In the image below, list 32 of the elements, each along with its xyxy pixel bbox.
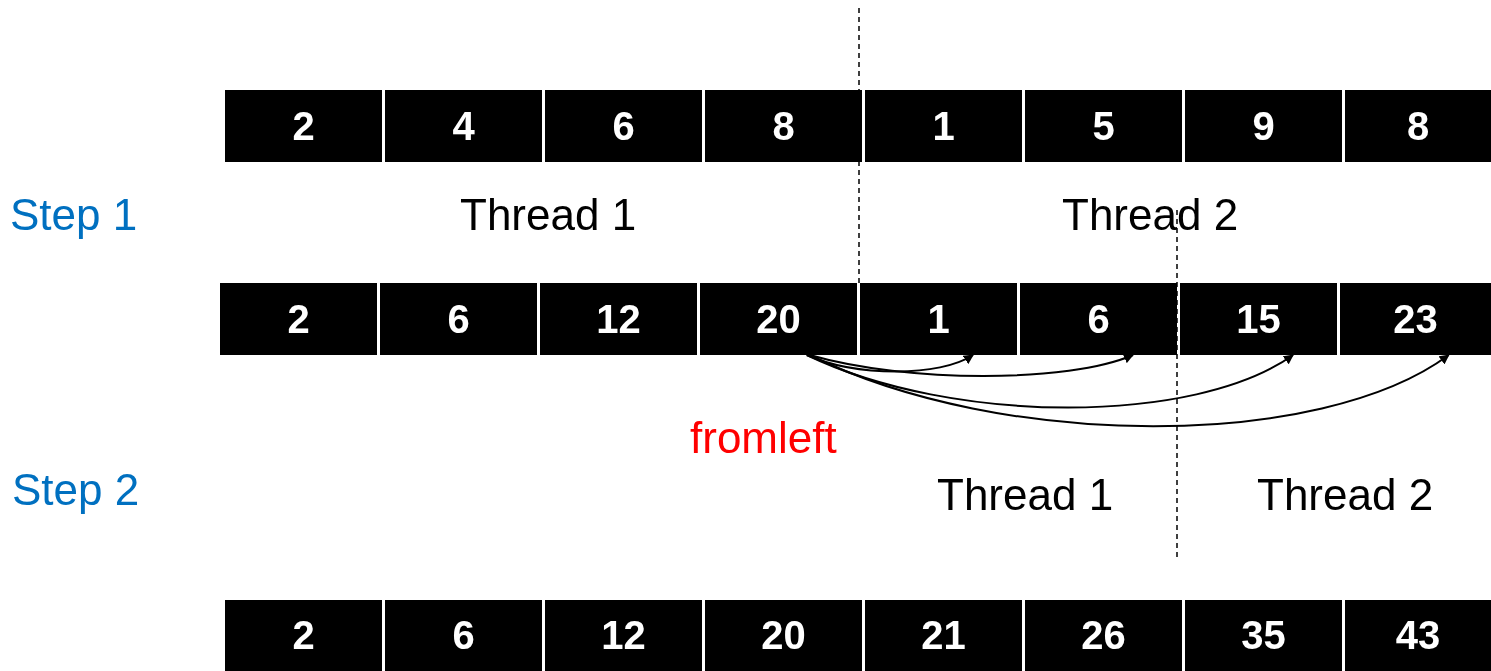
- step-label: Step 1: [10, 193, 138, 237]
- curved-arrow: [805, 354, 1295, 409]
- thread-label: Thread 2: [1062, 193, 1239, 237]
- array-cell: 35: [1185, 600, 1342, 671]
- array-cell: 8: [705, 90, 862, 162]
- array-cell: 21: [865, 600, 1022, 671]
- array-cell: 1: [860, 283, 1017, 355]
- array-cell: 43: [1345, 600, 1491, 671]
- array-cell: 23: [1340, 283, 1491, 355]
- array-cell: 12: [540, 283, 697, 355]
- array-cell: 6: [380, 283, 537, 355]
- array-cell: 2: [225, 600, 382, 671]
- array-cell: 15: [1180, 283, 1337, 355]
- thread-label: Thread 1: [937, 473, 1114, 517]
- array-cell: 2: [225, 90, 382, 162]
- thread-label: Thread 2: [1257, 473, 1434, 517]
- thread-label: Thread 1: [460, 193, 637, 237]
- array-cell: 9: [1185, 90, 1342, 162]
- array-cell: 4: [385, 90, 542, 162]
- array-cell: 20: [705, 600, 862, 671]
- array-cell: 6: [1020, 283, 1177, 355]
- array-cell: 1: [865, 90, 1022, 162]
- step-label: Step 2: [12, 468, 140, 512]
- array-cell: 6: [545, 90, 702, 162]
- array-cell: 26: [1025, 600, 1182, 671]
- array-cell: 8: [1345, 90, 1491, 162]
- array-cell: 20: [700, 283, 857, 355]
- annotation-text: fromleft: [690, 416, 837, 460]
- array-cell: 2: [220, 283, 377, 355]
- array-cell: 12: [545, 600, 702, 671]
- array-cell: 5: [1025, 90, 1182, 162]
- array-cell: 6: [385, 600, 542, 671]
